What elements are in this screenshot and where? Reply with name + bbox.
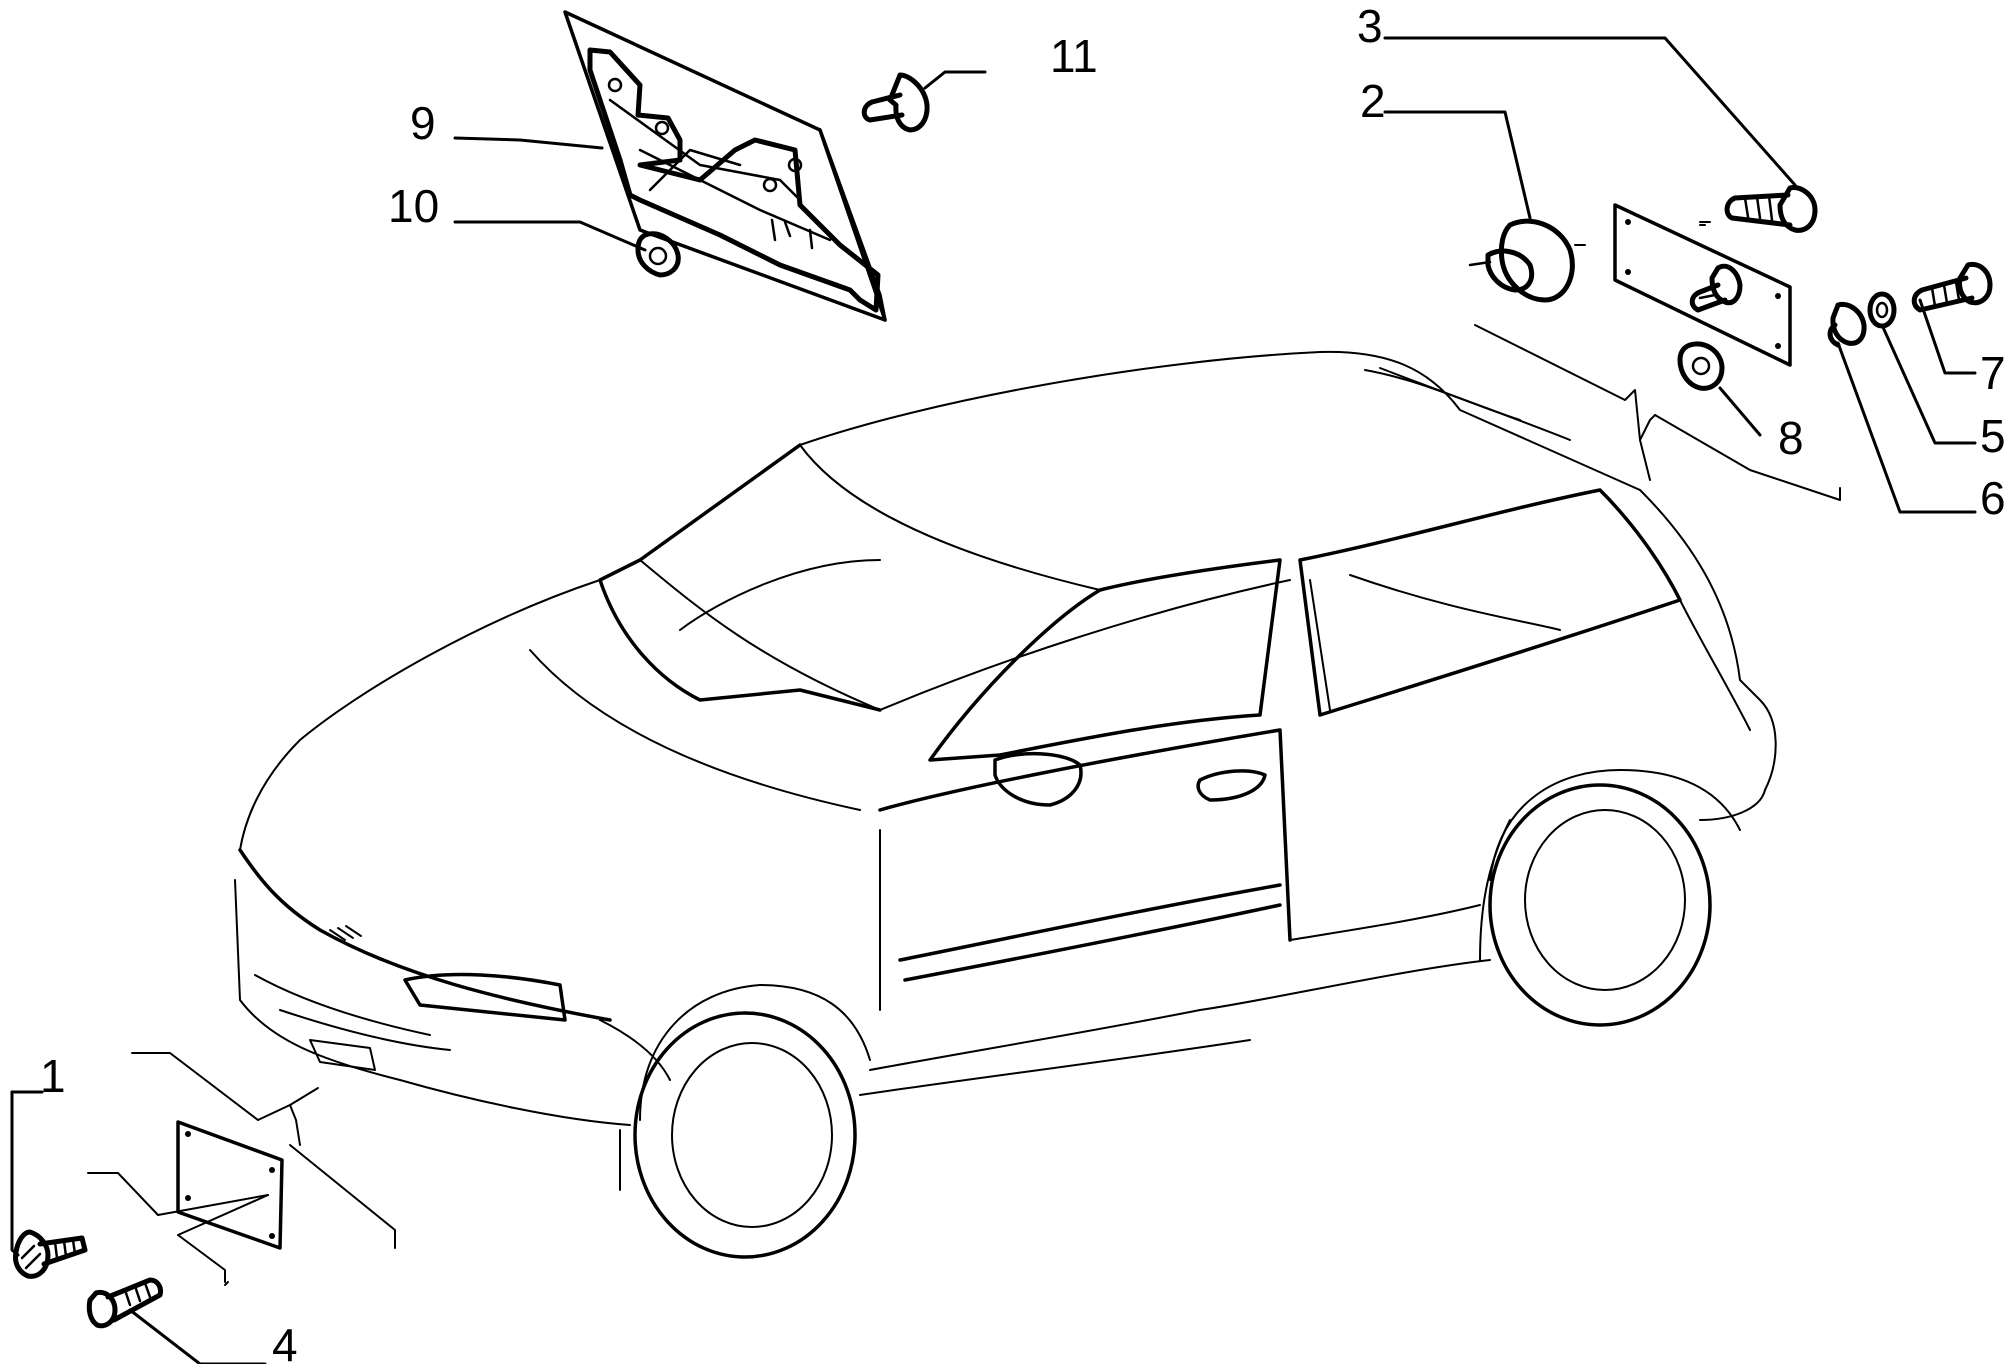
callout-5: 5 [1980, 410, 2006, 462]
leader-9 [453, 136, 604, 150]
part-10-nut [635, 231, 681, 278]
part-11-bolt [861, 72, 930, 133]
car-outline [234, 350, 1777, 1259]
callout-3: 3 [1357, 0, 1383, 52]
front-plate-bracket [87, 1052, 396, 1286]
callout-11: 11 [1050, 30, 1098, 82]
callout-2: 2 [1360, 75, 1386, 127]
part-7b-screw [1911, 261, 1993, 313]
rear-plate-bracket [1474, 203, 1841, 501]
callout-9: 9 [410, 97, 436, 149]
leader-4 [128, 1308, 202, 1364]
part-8-nut [1677, 341, 1725, 391]
leader-8 [1718, 386, 1762, 437]
leader-1 [10, 1090, 20, 1257]
leader-11 [923, 70, 987, 90]
part-7-screw [1689, 263, 1743, 313]
part-5-washer [1867, 291, 1897, 329]
leader-10 [453, 220, 647, 252]
plate-bracket-assembly [563, 10, 887, 322]
leader-7 [1918, 298, 1977, 375]
leader-lines [10, 36, 1977, 1364]
leader-6 [1836, 341, 1977, 514]
callout-10: 10 [388, 180, 440, 232]
callout-6: 6 [1980, 472, 2006, 524]
callout-4: 4 [272, 1319, 298, 1371]
part-6-clip [1827, 301, 1867, 348]
callout-8: 8 [1778, 412, 1804, 464]
part-3-bolt [1699, 184, 1818, 233]
leader-3 [1383, 36, 1797, 187]
callout-7: 7 [1980, 347, 2006, 399]
leader-5 [1880, 323, 1977, 445]
part-4-bolt [86, 1277, 163, 1329]
part-1-screw [13, 1229, 88, 1279]
part-2-grommet [1468, 218, 1586, 303]
leader-2 [1383, 110, 1532, 220]
callout-1: 1 [40, 1050, 66, 1102]
